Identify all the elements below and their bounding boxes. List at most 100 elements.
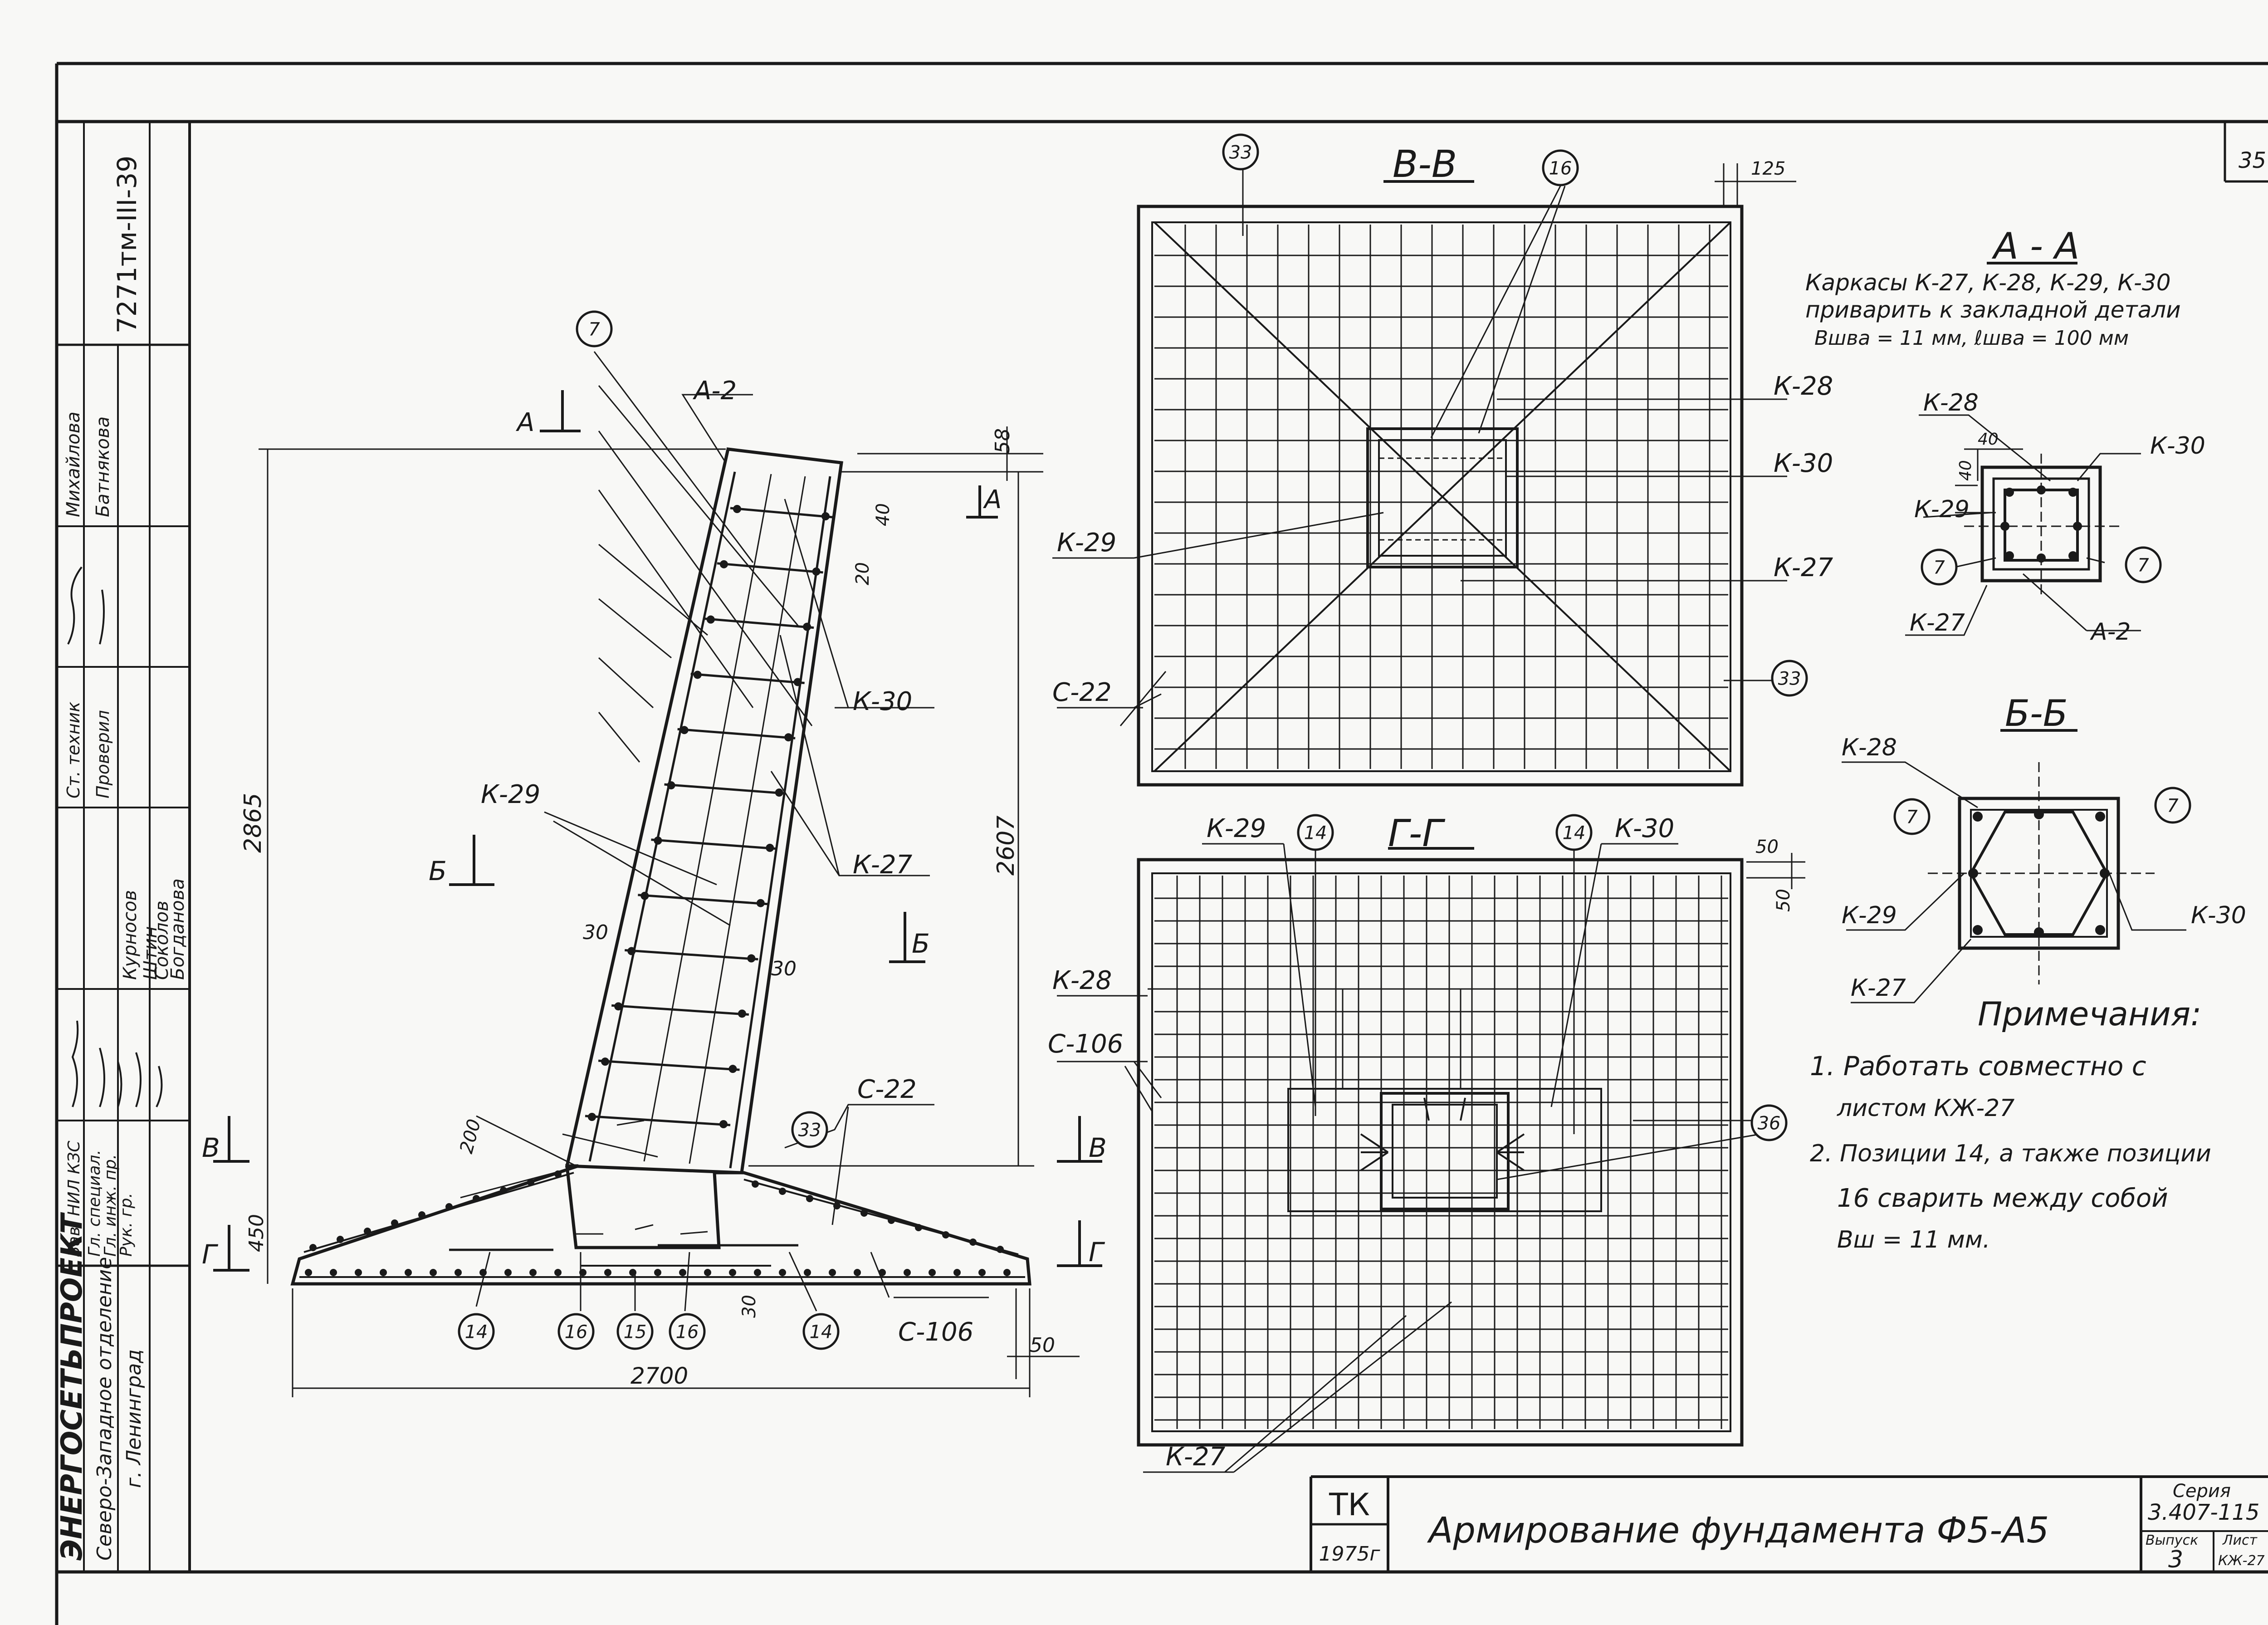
bb-rebar-dots <box>1968 809 2110 937</box>
notes-line-2: листом КЖ-27 <box>1837 1095 2014 1122</box>
notes-line-1: 1. Работать совместно с <box>1810 1051 2146 1082</box>
rebar-dot <box>978 1269 986 1276</box>
stem-ties <box>585 505 833 1128</box>
issue-label: Выпуск <box>2146 1532 2198 1548</box>
rebar-dot <box>2037 485 2046 494</box>
rebar-dot <box>305 1269 312 1276</box>
left-stamp <box>57 122 190 1572</box>
rebar-dot <box>733 505 741 513</box>
rebar-dot <box>554 1269 562 1276</box>
tk-label: ТК <box>1329 1487 1370 1523</box>
dim-450: 450 <box>245 1214 268 1252</box>
rebar-dot <box>779 1269 786 1276</box>
rebar-dot <box>738 1009 746 1018</box>
rebar-dot <box>806 1195 813 1202</box>
issue-value: 3 <box>2168 1546 2183 1573</box>
gg-label-k30: К-30 <box>1615 814 1674 843</box>
callout-circle <box>2154 787 2191 824</box>
callout-number: 36 <box>1758 1113 1781 1134</box>
mark-b-right: Б <box>912 928 930 959</box>
rebar-dot <box>969 1238 977 1246</box>
callout-number: 15 <box>624 1322 647 1342</box>
label-a2-elev: А-2 <box>693 376 737 406</box>
dim-2700: 2700 <box>631 1363 688 1389</box>
title-block <box>1310 1475 2268 1572</box>
dim-30-c: 30 <box>739 1295 760 1318</box>
rebar-dot <box>2068 488 2077 497</box>
rebar-dot <box>405 1269 412 1276</box>
rebar-dot <box>784 733 793 742</box>
callout-circle <box>669 1313 706 1350</box>
dim-30-a: 30 <box>583 921 608 944</box>
signatures <box>67 566 163 1107</box>
callout-number: 14 <box>465 1322 488 1342</box>
rebar-dot <box>529 1269 537 1276</box>
stem-tie <box>704 617 814 629</box>
notes-line-5: Вш = 11 мм. <box>1837 1226 1990 1253</box>
label-k30-elev: К-30 <box>853 687 912 716</box>
dim-2865: 2865 <box>240 793 267 853</box>
aa-label-k27: К-27 <box>1910 609 1965 636</box>
callout-circle <box>802 1313 840 1350</box>
rebar-dot <box>2034 927 2044 937</box>
rebar-dot <box>1003 1269 1011 1276</box>
stamp-name-1: Курносов <box>120 890 141 980</box>
stem-tie <box>638 894 767 905</box>
stem-tie <box>730 507 833 519</box>
callout-number: 7 <box>588 319 600 340</box>
callout-number: 14 <box>1563 822 1586 843</box>
rebar-dot <box>775 788 783 797</box>
rebar-dot <box>380 1269 387 1276</box>
gg-dim-50-a: 50 <box>1755 837 1779 857</box>
gg-dim-50-b: 50 <box>1773 889 1794 912</box>
rebar-dot <box>904 1269 911 1276</box>
rebar-dot <box>1973 812 1983 822</box>
rebar-dot <box>364 1228 371 1235</box>
rebar-dot <box>2005 488 2014 497</box>
vv-label-c22: С-22 <box>1052 678 1112 707</box>
callout-number: 16 <box>676 1322 699 1342</box>
rebar-dot <box>654 1269 661 1276</box>
section-bb <box>1842 729 2186 1003</box>
rebar-dot <box>860 1209 868 1217</box>
section-gg <box>1057 843 1805 1473</box>
rebar-dot <box>500 1187 507 1194</box>
rebar-dot <box>915 1224 922 1231</box>
callout-number: 33 <box>1778 668 1801 689</box>
callout-circle <box>791 1111 828 1148</box>
stamp-name-4: Богданова <box>167 878 188 980</box>
rebar-dot <box>2100 868 2110 878</box>
rebar-dot <box>756 899 765 907</box>
callout-circle <box>1893 798 1931 835</box>
callout-circle <box>557 1313 595 1350</box>
rebar-dot <box>2005 551 2014 560</box>
sheet-label: Лист <box>2222 1532 2258 1548</box>
rebar-dot <box>667 781 675 790</box>
label-c22-elev: С-22 <box>857 1075 917 1104</box>
dim-20-elev: 20 <box>852 562 873 585</box>
callout-circle <box>576 310 613 348</box>
dim-2607: 2607 <box>992 816 1020 876</box>
stamp-org-city: г. Ленинград <box>122 1349 146 1488</box>
aa-note-2: приварить к закладной детали <box>1805 297 2181 323</box>
gg-label-k28: К-28 <box>1052 966 1112 995</box>
rebar-dot <box>804 1269 811 1276</box>
mark-v-right: В <box>1089 1132 1107 1163</box>
sheet-frame <box>55 62 2268 1625</box>
rebar-dot <box>2037 553 2046 563</box>
stem-tie <box>585 1115 731 1126</box>
bb-label-k28: К-28 <box>1842 734 1897 761</box>
bb-label-k27: К-27 <box>1851 974 1906 1002</box>
rebar-dot <box>604 1269 611 1276</box>
rebar-dot <box>445 1203 453 1210</box>
gg-label-c106: С-106 <box>1048 1029 1123 1059</box>
vv-title: В-В <box>1393 143 1457 186</box>
rebar-dot <box>719 560 728 568</box>
doc-code: 7271тм-III-39 <box>112 156 142 333</box>
rebar-dot <box>821 512 830 520</box>
